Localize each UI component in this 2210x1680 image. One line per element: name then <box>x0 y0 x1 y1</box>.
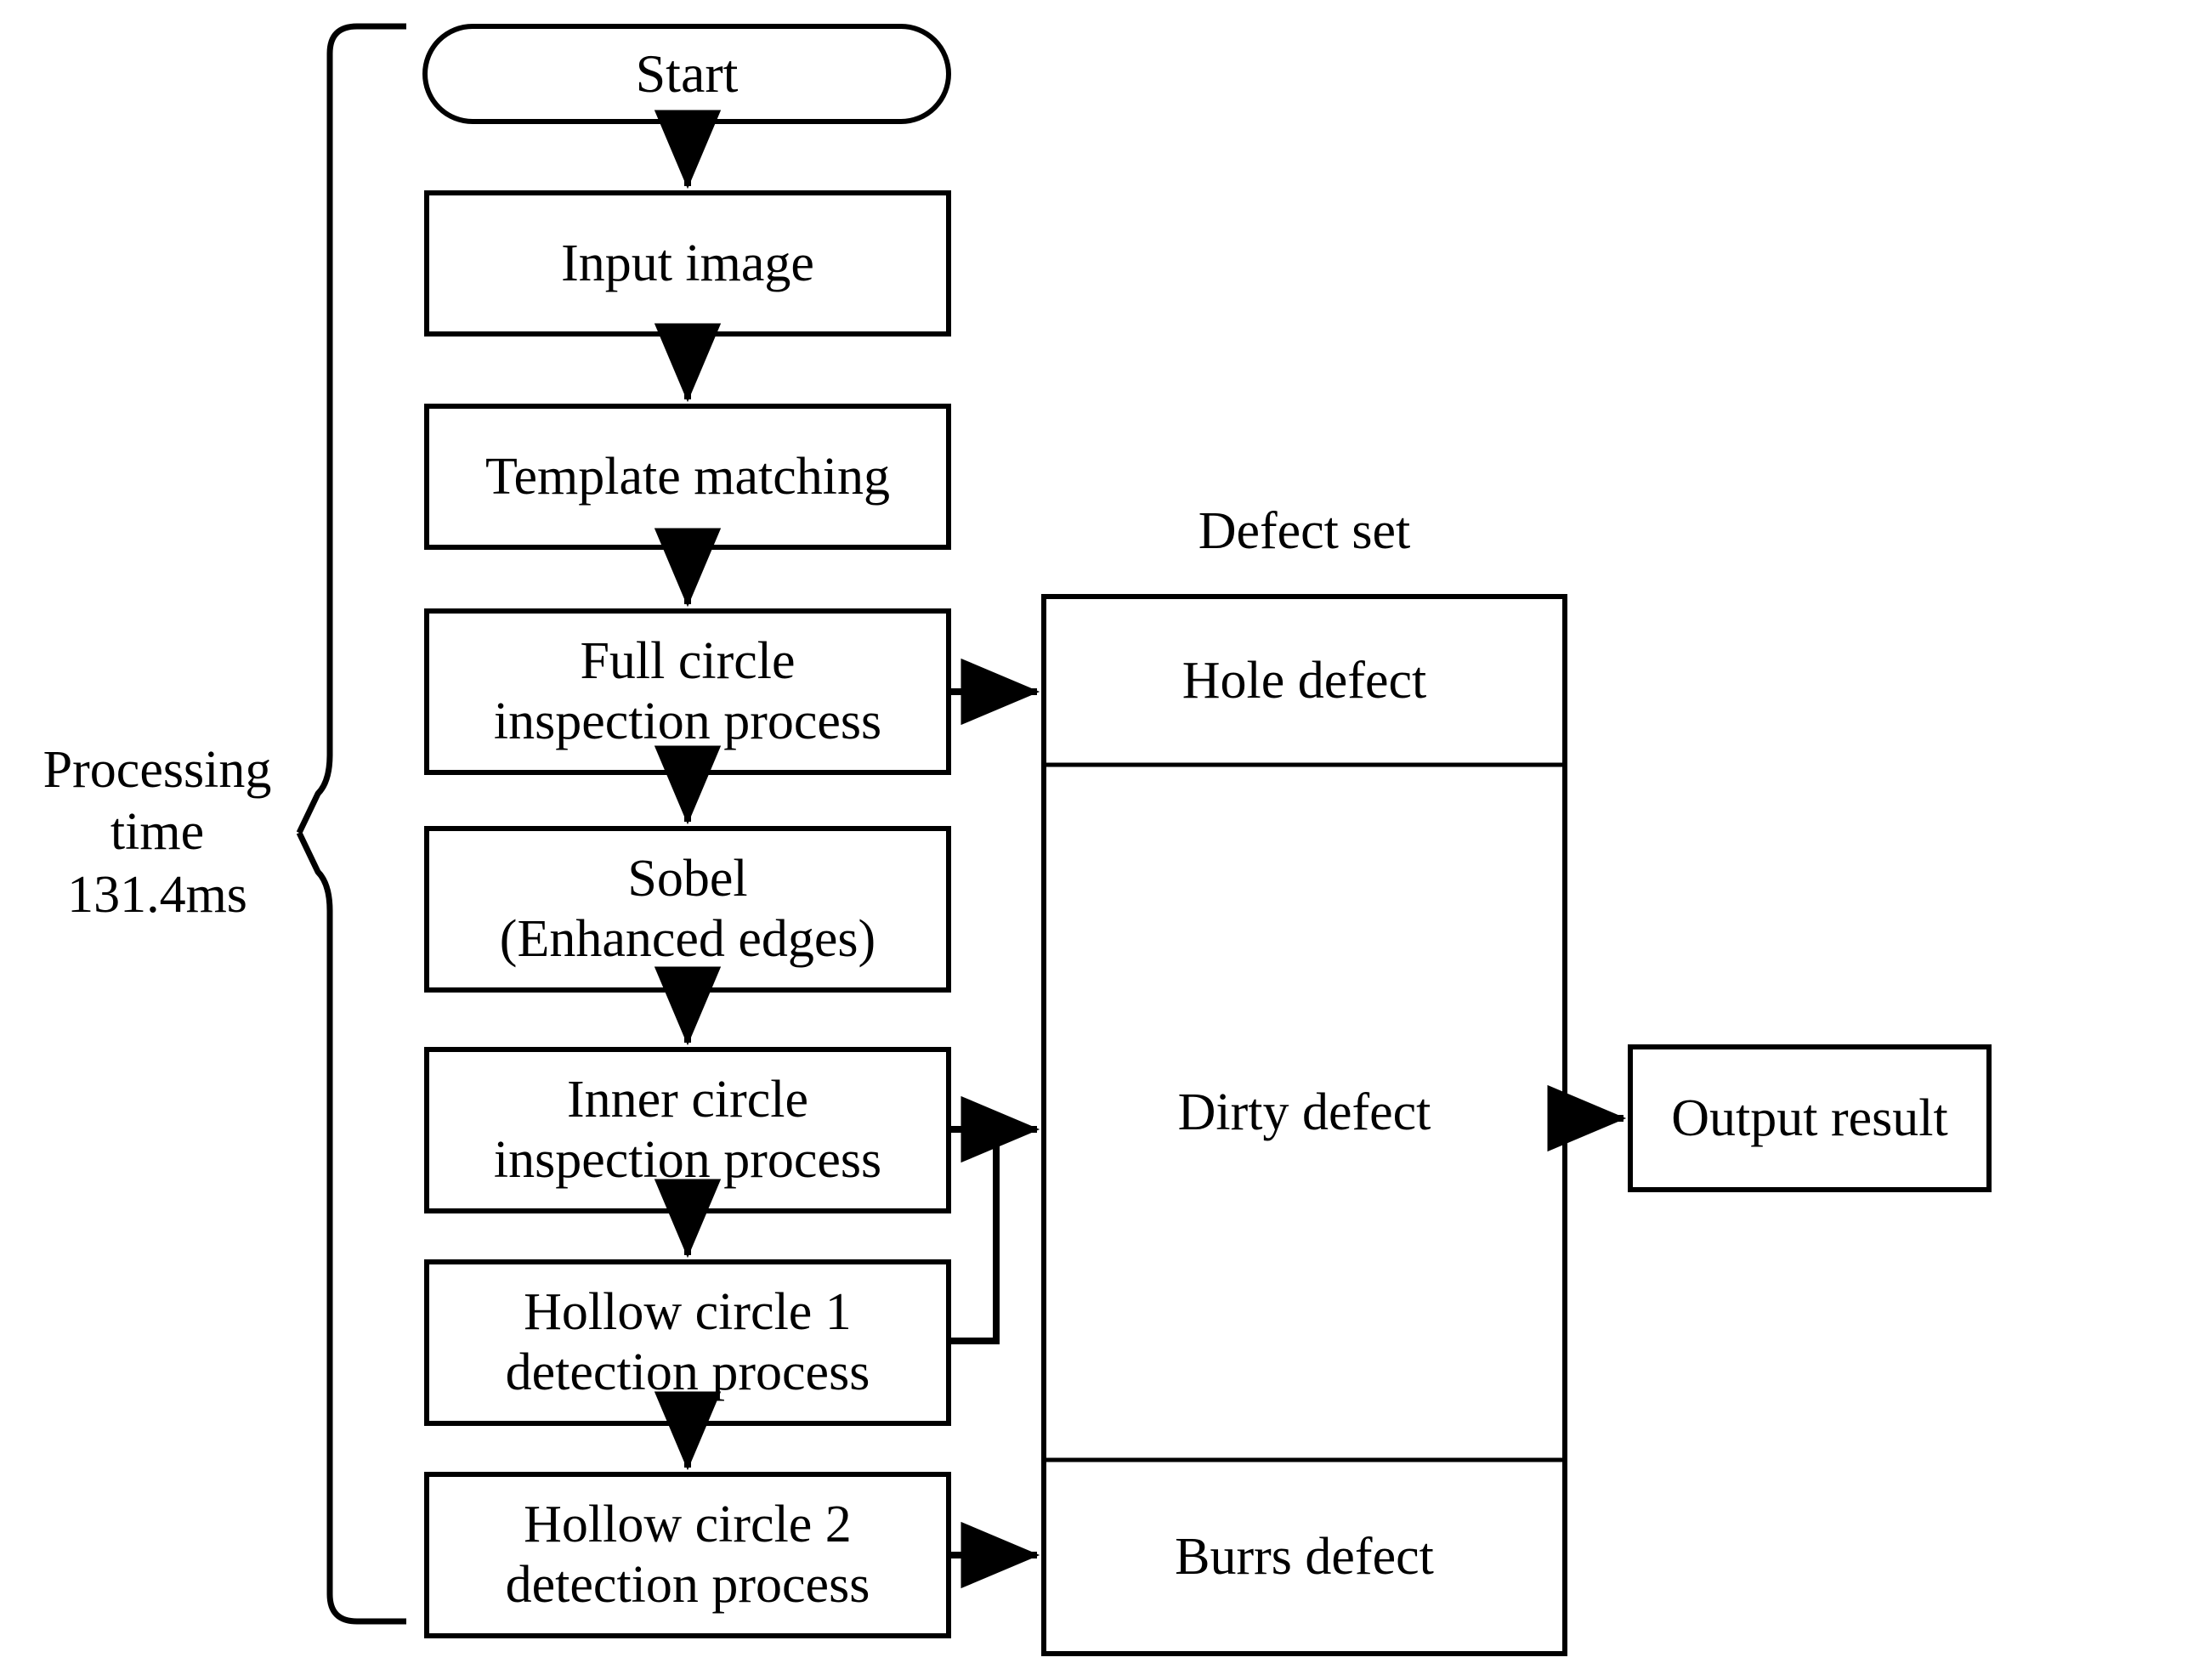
input-image-label[interactable]: Input image <box>561 234 814 292</box>
output-result-label[interactable]: Output result <box>1671 1089 1948 1147</box>
dirty-defect-label[interactable]: Dirty defect <box>1177 1083 1431 1141</box>
template-match-label[interactable]: Template matching <box>485 447 890 506</box>
hollow-1-label[interactable]: Hollow circle 1 detection process <box>505 1283 870 1401</box>
hole-defect-label[interactable]: Hole defect <box>1182 651 1427 710</box>
burrs-defect-label[interactable]: Burrs defect <box>1175 1527 1434 1586</box>
sobel-label[interactable]: Sobel (Enhanced edges) <box>499 850 876 968</box>
processing-time-brace <box>296 23 406 1625</box>
full-circle-label[interactable]: Full circle inspection process <box>493 632 882 750</box>
defect-set-caption: Defect set <box>1198 501 1411 560</box>
start-node-label[interactable]: Start <box>635 42 739 104</box>
processing-time-label: Processing time 131.4ms <box>42 741 272 924</box>
edge-hollow1-to-dirty-defect <box>949 1129 1000 1344</box>
output-result-shape <box>1628 1044 1992 1192</box>
inner-circle-label[interactable]: Inner circle inspection process <box>493 1071 882 1189</box>
hollow-2-label[interactable]: Hollow circle 2 detection process <box>505 1496 870 1614</box>
